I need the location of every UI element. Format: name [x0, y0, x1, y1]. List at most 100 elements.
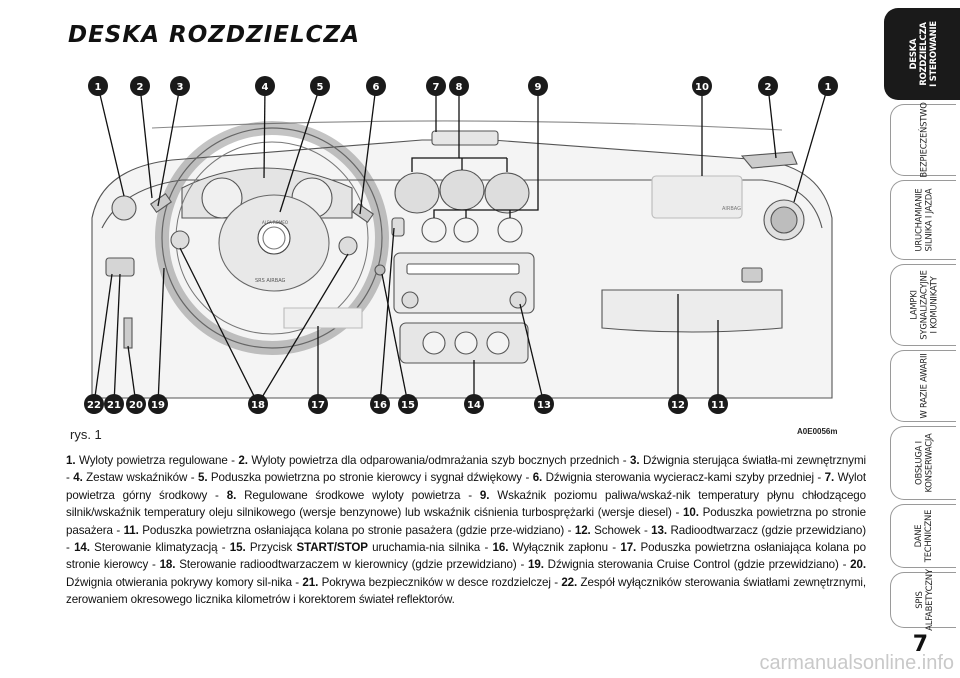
caption-item: 15. Przycisk START/STOP uruchamia-nia si…	[230, 541, 493, 554]
badge-top-7: 7	[426, 76, 446, 96]
svg-text:15: 15	[401, 400, 415, 411]
caption-number: 2.	[238, 454, 248, 467]
srs-airbag-label: SRS AIRBAG	[255, 278, 286, 284]
dashboard-figure: 1 2 3 4 5 6 7 8 9 10 2 1 22 21 20 19 18 …	[84, 76, 838, 414]
badge-bottom-20: 20	[126, 394, 146, 414]
caption-text: Wylot powietrza górny środkowy -	[66, 471, 866, 502]
tab-bezpieczenstwo[interactable]: BEZPIECZEŃSTWO	[890, 102, 956, 178]
caption-item: 18. Sterowanie radioodtwarzaczem w kiero…	[160, 558, 528, 571]
caption-item: 3. Dźwignia sterująca światła-mi zewnętr…	[66, 454, 866, 484]
badge-top-4: 4	[255, 76, 275, 96]
page-title: DESKA ROZDZIELCZA	[68, 22, 360, 48]
caption-item: 14. Sterowanie klimatyzacją -	[74, 541, 230, 554]
figure-caption: 1. Wyloty powietrza regulowane - 2. Wylo…	[66, 452, 866, 609]
caption-text: Zestaw wskaźników -	[82, 471, 198, 485]
svg-text:1: 1	[825, 82, 832, 93]
caption-text: Poduszka powietrzna osłaniająca kolana p…	[66, 541, 866, 572]
badge-bottom-13: 13	[534, 394, 554, 414]
tab-deska-rozdzielcza[interactable]: DESKA ROZDZIELCZA I STEROWANIE	[884, 8, 960, 100]
caption-text: Sterowanie klimatyzacją -	[89, 541, 230, 555]
watermark: carmanualsonline.info	[759, 652, 954, 674]
caption-number: 3.	[629, 454, 640, 467]
caption-item: 12. Schowek -	[575, 524, 651, 537]
side-defrost-vent	[740, 151, 798, 169]
badge-bottom-14: 14	[464, 394, 484, 414]
caption-item: 21. Pokrywa bezpieczników w desce rozdzi…	[302, 576, 561, 589]
tab-lampki[interactable]: LAMPKI SYGNALIZACYJNE I KOMUNIKATY	[890, 264, 956, 346]
top-center-vent	[431, 130, 499, 146]
caption-text: Poduszka powietrzna po stronie pasażera …	[66, 506, 866, 537]
caption-text: Przycisk	[245, 541, 297, 555]
badge-bottom-11: 11	[708, 394, 728, 414]
tab-uruchamianie[interactable]: URUCHAMIANIE SILNIKA I JAZDA	[890, 180, 956, 260]
svg-text:1: 1	[95, 82, 102, 93]
caption-number: 18.	[159, 558, 176, 572]
tab-w-razie-awarii[interactable]: W RAZIE AWARII	[890, 350, 956, 422]
caption-text: Radioodtwarzacz (gdzie przewidziano) -	[66, 523, 867, 555]
svg-text:22: 22	[87, 400, 101, 411]
badge-bottom-16: 16	[370, 394, 390, 414]
badge-bottom-19: 19	[148, 394, 168, 414]
caption-number: 11.	[123, 523, 139, 537]
caption-number: 9.	[479, 488, 490, 502]
svg-text:17: 17	[311, 400, 325, 411]
svg-text:3: 3	[177, 82, 184, 93]
badge-top-6: 6	[366, 76, 386, 96]
caption-text: Wyloty powietrza regulowane -	[75, 454, 239, 467]
caption-item: 17. Poduszka powietrzna osłaniająca kola…	[66, 541, 866, 571]
caption-text: Dźwignia otwierania pokrywy komory sil-n…	[66, 575, 303, 589]
airbag-label: AIRBAG	[722, 206, 741, 212]
caption-text: Wyloty powietrza dla odparowania/odmraża…	[247, 454, 630, 467]
caption-text: Dźwignia sterująca światła-mi zewnętrzny…	[66, 454, 866, 485]
badge-bottom-15: 15	[398, 394, 418, 414]
caption-text: Sterowanie radioodtwarzaczem w kierownic…	[175, 558, 529, 572]
callout-badges: 1 2 3 4 5 6 7 8 9 10 2 1 22 21 20 19 18 …	[84, 76, 838, 414]
caption-item: 13. Radioodtwarzacz (gdzie przewidziano)…	[66, 524, 866, 554]
passenger-airbag-panel	[651, 175, 743, 219]
caption-item: 2. Wyloty powietrza dla odparowania/odmr…	[238, 454, 630, 467]
badge-top-3: 3	[170, 76, 190, 96]
tab-spis-alfabetyczny[interactable]: SPIS ALFABETYCZNY	[890, 569, 956, 631]
caption-text: Poduszka powietrzna osłaniająca kolana p…	[138, 523, 575, 537]
logo-label: ALFA ROMEO	[262, 220, 288, 225]
svg-text:12: 12	[671, 400, 685, 411]
caption-number: 19.	[528, 558, 544, 572]
tab-dane-techniczne[interactable]: DANE TECHNICZNE	[890, 504, 956, 568]
caption-number: 16.	[492, 541, 509, 555]
badge-top-5: 5	[310, 76, 330, 96]
badge-bottom-17: 17	[308, 394, 328, 414]
caption-number: 5.	[197, 471, 208, 485]
svg-text:2: 2	[765, 82, 772, 93]
glove-box	[601, 289, 783, 333]
svg-text:4: 4	[262, 82, 269, 93]
caption-item: 10. Poduszka powietrzna po stronie pasaż…	[66, 506, 866, 536]
caption-number: 7.	[824, 471, 835, 485]
caption-text: Wskaźnik poziomu paliwa/wskaź-nik temper…	[66, 488, 867, 520]
caption-item: 8. Regulowane środkowe wyloty powietrza …	[227, 489, 480, 502]
caption-text: Pokrywa bezpieczników w desce rozdzielcz…	[318, 575, 562, 589]
caption-text: Poduszka powietrzna po stronie kierowcy …	[207, 471, 533, 485]
badge-top-10: 10	[692, 76, 712, 96]
caption-number: 17.	[620, 541, 637, 555]
svg-text:8: 8	[456, 82, 463, 93]
caption-number: 1.	[66, 454, 76, 467]
caption-number: 8.	[226, 488, 237, 502]
center-vents	[394, 169, 530, 214]
svg-text:21: 21	[107, 400, 121, 411]
lights-switch	[105, 257, 135, 277]
svg-text:19: 19	[151, 400, 165, 411]
badge-top-2: 2	[130, 76, 150, 96]
svg-text:18: 18	[251, 400, 265, 411]
caption-item: 4. Zestaw wskaźników -	[73, 471, 198, 484]
caption-number: 20.	[850, 558, 866, 572]
figure-code: A0E0056m	[797, 427, 838, 436]
caption-number: 13.	[651, 523, 667, 537]
chapter-sidebar: DESKA ROZDZIELCZA I STEROWANIE BEZPIECZE…	[878, 0, 960, 678]
tab-obsluga[interactable]: OBSŁUGA I KONSERWACJA	[890, 426, 956, 500]
caption-item: 22. Zespół wyłączników sterowania światł…	[66, 576, 866, 606]
caption-number: 14.	[74, 541, 90, 555]
svg-text:7: 7	[433, 82, 440, 93]
svg-text:9: 9	[535, 82, 542, 93]
caption-item: 1. Wyloty powietrza regulowane -	[66, 454, 238, 467]
badge-bottom-22: 22	[84, 394, 104, 414]
